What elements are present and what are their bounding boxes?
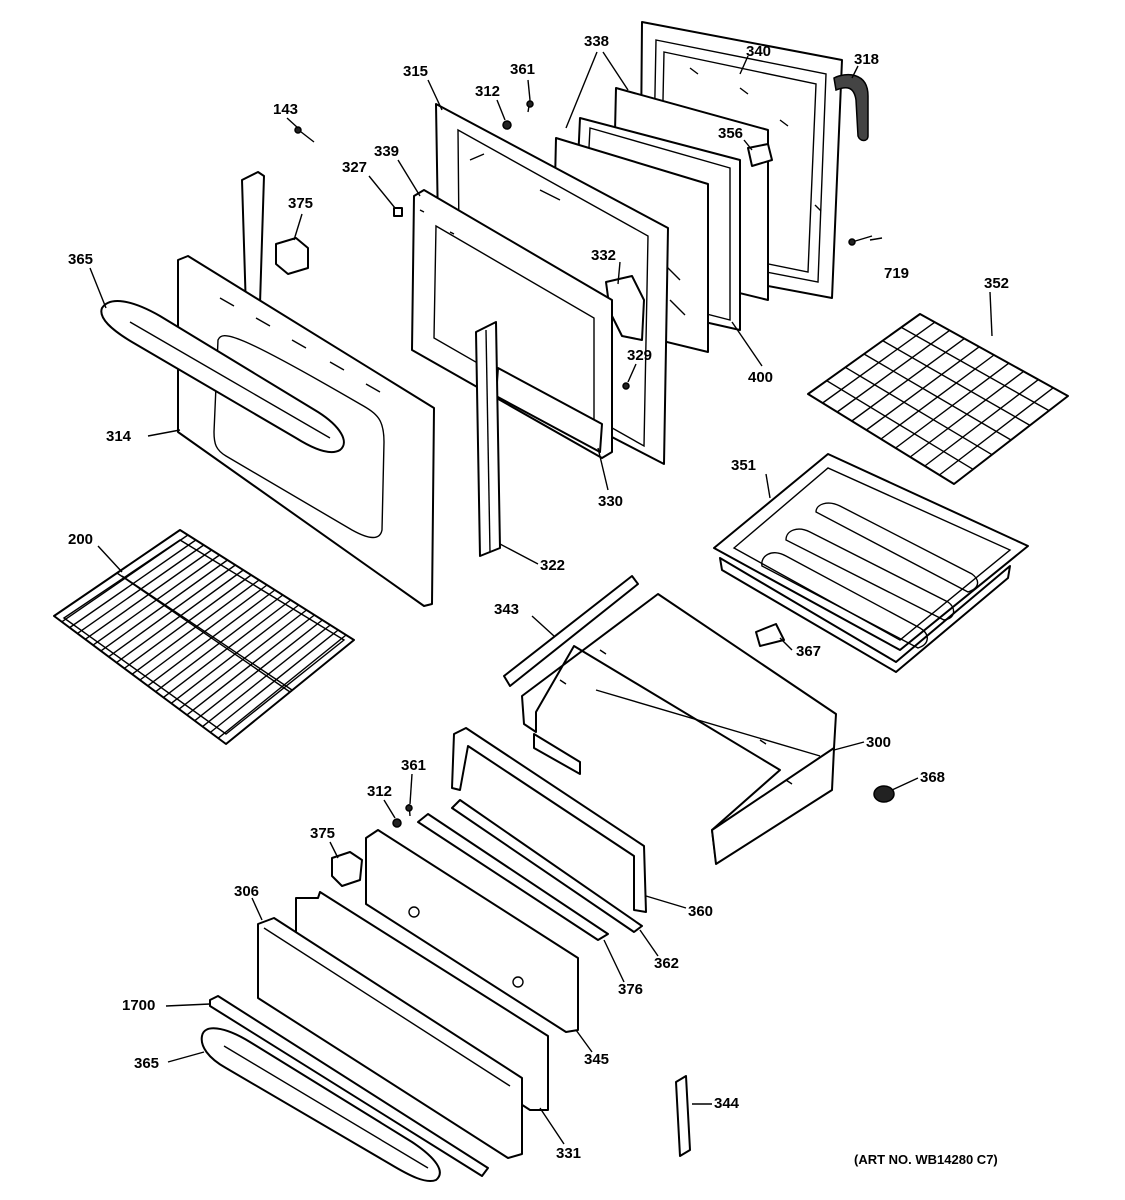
- part-312-washer-bottom: [392, 818, 402, 828]
- callout-200: 200: [68, 531, 93, 548]
- callout-312: 312: [475, 83, 500, 100]
- part-362-rod: [451, 799, 643, 933]
- callout-306: 306: [234, 883, 259, 900]
- callout-322: 322: [540, 557, 565, 574]
- part-200-oven-rack: [53, 529, 355, 745]
- callout-300: 300: [866, 734, 891, 751]
- callout-330: 330: [598, 493, 623, 510]
- part-719-screw: [848, 235, 873, 246]
- callout-143: 143: [273, 101, 298, 118]
- callout-315: 315: [403, 63, 428, 80]
- leader-lines: [89, 51, 993, 1145]
- callout-365: 365: [68, 251, 93, 268]
- callout-360: 360: [688, 903, 713, 920]
- part-365-door-handle: [100, 300, 345, 454]
- part-322-vertical-channel: [475, 321, 501, 557]
- part-376-slide: [417, 813, 609, 941]
- callout-375-lower: 375: [310, 825, 335, 842]
- part-361-screw-bottom: [405, 803, 413, 817]
- callout-365-lower: 365: [134, 1055, 159, 1072]
- part-327-nut: [393, 207, 403, 217]
- part-356-clip: [747, 143, 773, 167]
- callout-labels: 143 315 312 361 338 340 318 356 327 339 …: [68, 33, 1009, 1167]
- part-361-screw-top: [526, 99, 534, 113]
- callout-338: 338: [584, 33, 609, 50]
- callout-314: 314: [106, 428, 132, 445]
- callout-719: 719: [884, 265, 909, 282]
- callout-344: 344: [714, 1095, 740, 1112]
- art-number: (ART NO. WB14280 C7): [854, 1152, 998, 1167]
- part-343-slide-rail: [503, 575, 639, 687]
- callout-343: 343: [494, 601, 519, 618]
- part-368-glide: [873, 785, 895, 803]
- callout-367: 367: [796, 643, 821, 660]
- part-352-broiler-rack: [807, 313, 1069, 485]
- part-318-door-gasket: [833, 73, 869, 142]
- part-143-screw: [294, 126, 315, 143]
- callout-361: 361: [510, 61, 535, 78]
- part-365-drawer-handle: [200, 1027, 441, 1182]
- callout-331: 331: [556, 1145, 581, 1162]
- callout-345: 345: [584, 1051, 609, 1068]
- callout-312-lower: 312: [367, 783, 392, 800]
- callout-356: 356: [718, 125, 743, 142]
- callout-351: 351: [731, 457, 756, 474]
- callout-327: 327: [342, 159, 367, 176]
- callout-1700: 1700: [122, 997, 155, 1014]
- callout-362: 362: [654, 955, 679, 972]
- part-329-screw: [622, 382, 630, 390]
- callout-375: 375: [288, 195, 313, 212]
- part-306-drawer-front: [257, 917, 523, 1159]
- callout-400: 400: [748, 369, 773, 386]
- part-351-broiler-pan: [713, 453, 1029, 673]
- callout-340: 340: [746, 43, 771, 60]
- part-300-drawer-body: [521, 593, 837, 865]
- callout-339: 339: [374, 143, 399, 160]
- door-hinge-arm: [241, 171, 265, 311]
- part-344-side-bracket: [675, 1075, 691, 1157]
- callout-376: 376: [618, 981, 643, 998]
- part-367-clip: [755, 623, 785, 647]
- part-312-washer-top: [502, 120, 512, 130]
- part-375-hinge-top: [275, 237, 309, 275]
- part-375-bracket-bottom: [331, 851, 363, 887]
- callout-329: 329: [627, 347, 652, 364]
- callout-332: 332: [591, 247, 616, 264]
- callout-318: 318: [854, 51, 879, 68]
- part-1700-trim: [209, 995, 489, 1177]
- callout-368: 368: [920, 769, 945, 786]
- callout-361-lower: 361: [401, 757, 426, 774]
- callout-352: 352: [984, 275, 1009, 292]
- part-360-drawer-back: [451, 727, 647, 913]
- part-345-drawer-panel: [365, 829, 579, 1033]
